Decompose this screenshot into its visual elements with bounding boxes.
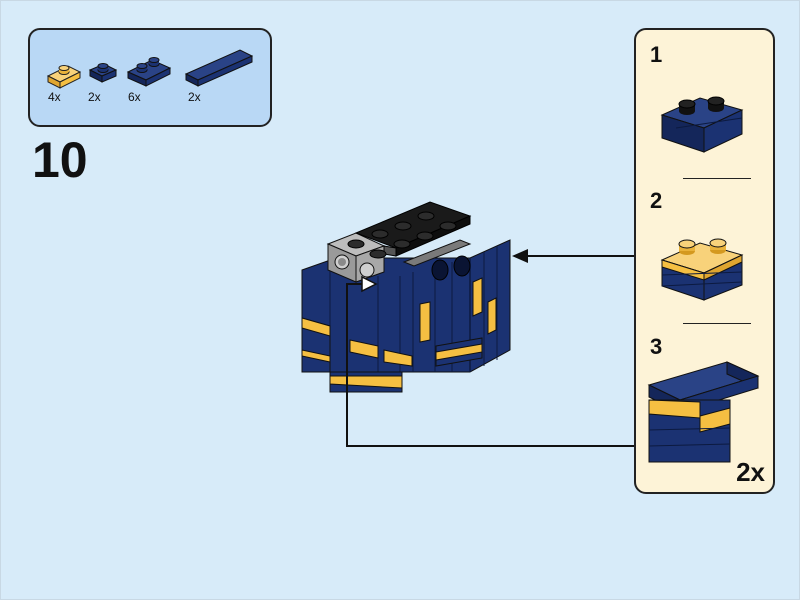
part-count-navy-1x4-tile: 2x bbox=[188, 90, 201, 104]
parts-list-panel: 4x 2x 6x 2x bbox=[28, 28, 272, 127]
callout-divider-1 bbox=[683, 178, 751, 179]
callout-step-1-number: 1 bbox=[650, 42, 663, 67]
navy-1x4-tile-icon bbox=[184, 49, 254, 87]
parts-list-graphics bbox=[46, 49, 254, 89]
attach-arrow-upper bbox=[512, 249, 634, 263]
callout-step-2-number: 2 bbox=[650, 188, 663, 213]
callout-step-3-assembly-icon bbox=[647, 361, 760, 463]
callout-step-1-brick-icon bbox=[660, 96, 744, 153]
yellow-1x2-plate-icon bbox=[46, 65, 82, 89]
callout-divider-2 bbox=[683, 323, 751, 324]
part-count-yellow-1x2-plate: 4x bbox=[48, 90, 61, 104]
callout-step-3-number: 3 bbox=[650, 334, 663, 359]
navy-1x2-plate-icon bbox=[126, 57, 172, 87]
navy-1x1-plate-icon bbox=[88, 63, 118, 83]
part-count-navy-1x1-plate: 2x bbox=[88, 90, 101, 104]
part-count-navy-1x2-plate: 6x bbox=[128, 90, 141, 104]
quantity-multiplier: 2x bbox=[736, 457, 765, 487]
main-model-assembly-icon bbox=[301, 201, 511, 393]
step-number: 10 bbox=[32, 132, 88, 188]
attach-arrow-lower bbox=[346, 275, 634, 447]
callout-step-2-assembly-icon bbox=[660, 238, 744, 301]
